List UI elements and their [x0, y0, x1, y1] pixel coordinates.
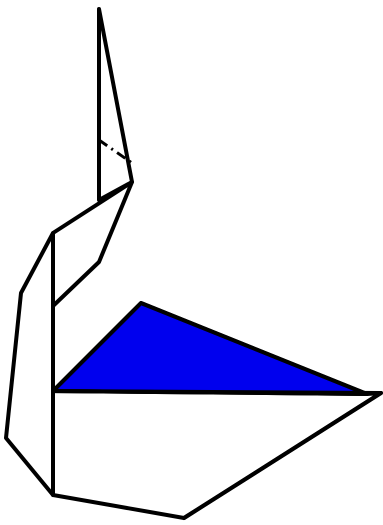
- wing-highlighted-triangle: [53, 303, 367, 394]
- tail-tip-edge: [184, 393, 381, 518]
- neck-parallelogram: [53, 182, 132, 306]
- body-left-piece: [6, 233, 53, 495]
- head-triangle: [99, 9, 132, 200]
